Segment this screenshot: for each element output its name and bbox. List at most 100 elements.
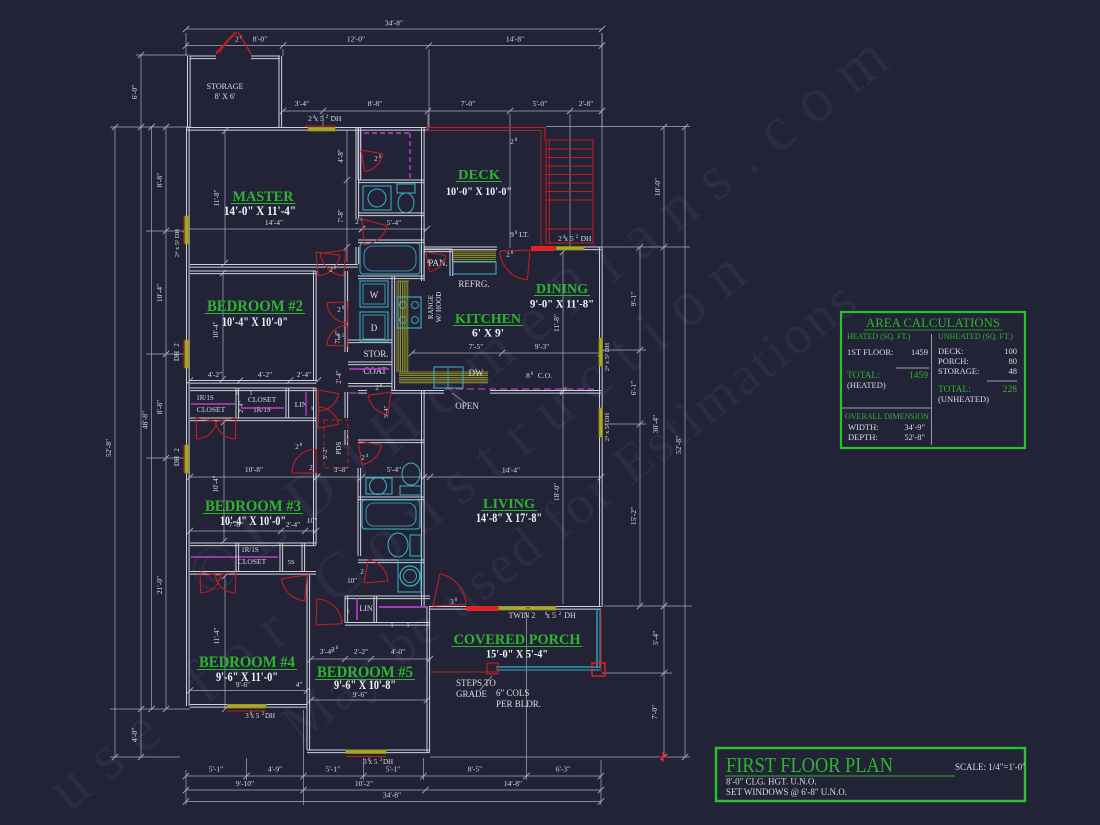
svg-text:x 5: x 5 xyxy=(546,611,556,620)
svg-text:2: 2 xyxy=(309,464,313,472)
svg-text:10'-4" X 10'-0": 10'-4" X 10'-0" xyxy=(222,315,288,329)
svg-text:COVERED PORCH: COVERED PORCH xyxy=(454,632,582,648)
svg-text:2: 2 xyxy=(337,306,341,314)
svg-text:PER BLDR.: PER BLDR. xyxy=(496,699,541,709)
svg-text:2: 2 xyxy=(380,758,383,763)
svg-text:LIN: LIN xyxy=(359,604,373,613)
svg-text:0: 0 xyxy=(515,231,518,236)
svg-text:2: 2 xyxy=(375,384,379,392)
svg-text:LIVING: LIVING xyxy=(483,497,535,512)
svg-text:8: 8 xyxy=(336,646,339,651)
svg-text:2: 2 xyxy=(295,443,299,451)
svg-text:2: 2 xyxy=(360,568,364,576)
svg-text:11'-4": 11'-4" xyxy=(213,628,221,645)
svg-text:2⁴ x 5² DH: 2⁴ x 5² DH xyxy=(604,343,611,372)
svg-text:9'-6": 9'-6" xyxy=(353,690,367,699)
svg-text:12'-0": 12'-0" xyxy=(347,35,365,44)
svg-text:5'-4": 5'-4" xyxy=(387,218,401,227)
svg-text:2: 2 xyxy=(326,115,329,120)
svg-text:10": 10" xyxy=(347,577,357,585)
svg-text:AREA CALCULATIONS: AREA CALCULATIONS xyxy=(866,316,1000,330)
svg-text:8: 8 xyxy=(380,384,383,389)
svg-text:2'-4": 2'-4" xyxy=(286,520,300,529)
svg-text:1R/1S: 1R/1S xyxy=(241,546,259,554)
svg-text:3: 3 xyxy=(450,598,454,606)
svg-text:DH: DH xyxy=(383,758,393,766)
svg-text:2: 2 xyxy=(173,343,181,347)
svg-text:8: 8 xyxy=(334,266,337,271)
svg-text:14'-4": 14'-4" xyxy=(265,218,283,227)
svg-text:9'-6" X 11'-0": 9'-6" X 11'-0" xyxy=(216,670,278,684)
svg-text:14'-0" X 11'-4": 14'-0" X 11'-4" xyxy=(224,204,296,218)
svg-text:9'-1": 9'-1" xyxy=(629,292,638,306)
svg-text:7'-5": 7'-5" xyxy=(469,342,483,351)
svg-text:8: 8 xyxy=(526,371,530,380)
svg-text:TOTAL:: TOTAL: xyxy=(847,371,880,381)
svg-text:COAT: COAT xyxy=(363,366,387,376)
svg-text:5'-0": 5'-0" xyxy=(533,99,547,108)
svg-text:6'-0": 6'-0" xyxy=(130,85,139,99)
svg-text:CLOSET: CLOSET xyxy=(197,405,226,414)
svg-text:2: 2 xyxy=(235,35,239,44)
svg-text:DW: DW xyxy=(469,368,484,378)
svg-text:6" COLS: 6" COLS xyxy=(496,688,529,698)
svg-text:1: 1 xyxy=(347,609,350,615)
svg-text:2: 2 xyxy=(329,266,333,274)
svg-text:(UNHEATED): (UNHEATED) xyxy=(938,394,989,404)
svg-text:5S: 5S xyxy=(288,559,295,566)
svg-text:8: 8 xyxy=(300,443,303,448)
svg-text:10'-4": 10'-4" xyxy=(212,321,220,338)
svg-text:6: 6 xyxy=(545,612,548,617)
svg-text:2'-4": 2'-4" xyxy=(239,401,245,413)
svg-text:HEATED (SQ. FT.): HEATED (SQ. FT.) xyxy=(847,332,911,341)
svg-text:2: 2 xyxy=(559,612,562,617)
svg-text:0: 0 xyxy=(455,598,458,603)
svg-text:228: 228 xyxy=(1003,385,1018,395)
svg-text:8' X 6': 8' X 6' xyxy=(215,92,236,101)
svg-text:2⁴ x 5² DH: 2⁴ x 5² DH xyxy=(604,413,611,442)
svg-text:9'-3": 9'-3" xyxy=(535,342,549,351)
svg-text:DH: DH xyxy=(581,234,592,243)
svg-text:PAN.: PAN. xyxy=(428,258,447,268)
svg-text:5'-1": 5'-1" xyxy=(326,765,340,774)
svg-text:STORAGE:: STORAGE: xyxy=(938,366,979,376)
svg-text:STORAGE: STORAGE xyxy=(207,82,244,91)
svg-text:9'-6": 9'-6" xyxy=(236,680,250,689)
svg-text:4'-2": 4'-2" xyxy=(258,370,272,379)
svg-text:14'-4": 14'-4" xyxy=(502,466,520,475)
svg-text:BEDROOM #4: BEDROOM #4 xyxy=(199,654,295,671)
svg-text:C.O.: C.O. xyxy=(538,371,552,380)
svg-text:34'-8": 34'-8" xyxy=(385,19,403,28)
svg-text:8'-8": 8'-8" xyxy=(155,173,164,187)
svg-text:2: 2 xyxy=(576,235,579,240)
svg-text:6'-3": 6'-3" xyxy=(556,765,570,774)
svg-text:1: 1 xyxy=(342,334,345,339)
svg-text:9'-0" X 11'-8": 9'-0" X 11'-8" xyxy=(530,297,594,311)
svg-text:D: D xyxy=(371,323,378,333)
svg-text:3'-4": 3'-4" xyxy=(295,99,309,108)
svg-text:7'-0": 7'-0" xyxy=(461,99,475,108)
svg-text:WIDTH:: WIDTH: xyxy=(848,422,879,432)
svg-text:2: 2 xyxy=(262,712,265,717)
svg-text:KITCHEN: KITCHEN xyxy=(455,312,521,327)
svg-text:7'-6": 7'-6" xyxy=(229,520,243,529)
svg-text:x 5: x 5 xyxy=(251,712,260,720)
svg-text:SET WINDOWS @ 6'-8" U.N.O.: SET WINDOWS @ 6'-8" U.N.O. xyxy=(726,787,847,797)
svg-text:CLOSET: CLOSET xyxy=(238,557,267,566)
svg-text:1R/1S: 1R/1S xyxy=(253,406,271,414)
svg-text:(HEATED): (HEATED) xyxy=(847,380,886,390)
svg-text:6'-1": 6'-1" xyxy=(629,381,638,395)
svg-text:8'-8": 8'-8" xyxy=(368,99,382,108)
svg-text:18'-0": 18'-0" xyxy=(552,483,561,501)
svg-text:9: 9 xyxy=(510,230,514,239)
svg-text:3'-4": 3'-4" xyxy=(383,405,390,418)
svg-text:BEDROOM #3: BEDROOM #3 xyxy=(205,498,301,515)
svg-text:BEDROOM #2: BEDROOM #2 xyxy=(207,298,303,315)
svg-text:2: 2 xyxy=(558,234,562,243)
svg-text:2: 2 xyxy=(337,334,341,342)
svg-text:10'-8": 10'-8" xyxy=(245,465,263,474)
svg-text:TWIN 2: TWIN 2 xyxy=(509,611,536,620)
svg-text:8'-0" CLG. HGT. U.N.O.: 8'-0" CLG. HGT. U.N.O. xyxy=(726,777,817,787)
svg-text:8: 8 xyxy=(511,251,514,256)
svg-text:100: 100 xyxy=(1004,346,1017,356)
